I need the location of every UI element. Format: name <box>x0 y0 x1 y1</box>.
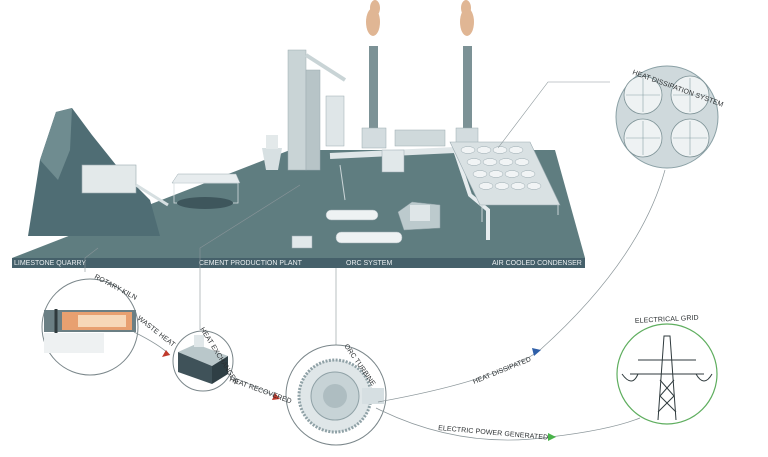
limestone-quarry-label: LIMESTONE QUARRY <box>14 260 86 267</box>
heat-dissipated-arrow <box>532 348 541 356</box>
air-cooled-condenser-label: AIR COOLED CONDENSER <box>492 260 582 267</box>
heat-dissipation-detail <box>615 65 719 169</box>
rotary-kiln-detail <box>41 278 139 376</box>
heat-recovered-label: HEAT RECOVERED <box>228 376 292 405</box>
leader-lines <box>84 81 610 356</box>
orc-system-label: ORC SYSTEM <box>346 260 392 267</box>
orc-turbine-detail <box>285 344 387 446</box>
flow-lines <box>133 169 666 441</box>
electric-power-arrow <box>548 433 556 441</box>
chimney-smoke <box>366 0 474 36</box>
electrical-grid-label: ELECTRICAL GRID <box>635 315 699 325</box>
electric-power-generated-label: ELECTRIC POWER GENERATED <box>438 425 549 442</box>
cement-production-plant-label: CEMENT PRODUCTION PLANT <box>199 260 303 267</box>
electrical-grid-detail <box>616 323 718 425</box>
heat-dissipated-label: HEAT DISSIPATED <box>472 356 532 386</box>
cement-plant-model <box>12 0 585 268</box>
heat-exchanger-detail <box>172 330 234 392</box>
heat-recovered-arrow <box>272 393 280 400</box>
pylon-icon <box>621 335 713 421</box>
waste-heat-arrow <box>162 350 170 357</box>
